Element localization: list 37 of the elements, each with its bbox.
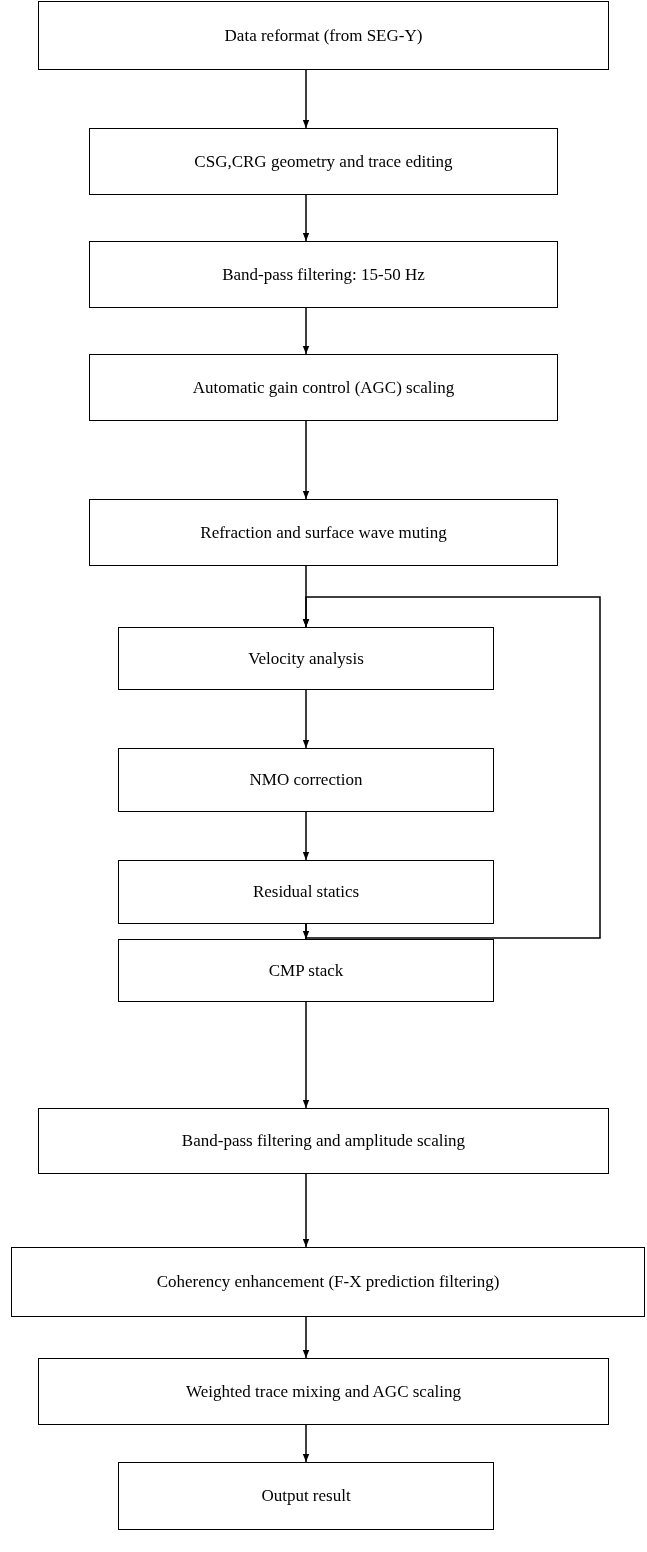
arrow <box>302 1001 310 1109</box>
arrow <box>302 1424 310 1463</box>
step-label: Band-pass filtering and amplitude scaling <box>181 1131 466 1151</box>
step-label: Weighted trace mixing and AGC scaling <box>186 1381 461 1402</box>
process-box <box>38 1 609 70</box>
process-box <box>38 1108 609 1174</box>
step-label: Velocity analysis <box>248 648 364 669</box>
process-box <box>118 860 494 924</box>
process-box <box>11 1247 645 1317</box>
arrow <box>302 1316 310 1359</box>
arrow <box>302 194 310 242</box>
arrow <box>302 811 310 861</box>
process-box <box>89 241 558 308</box>
arrow <box>302 307 310 355</box>
step-label: Residual statics <box>252 882 360 902</box>
process-box <box>89 354 558 421</box>
arrow <box>302 1173 310 1248</box>
step-label: Refraction and surface wave muting <box>200 522 447 543</box>
step-label: CMP stack <box>268 960 344 981</box>
process-box <box>118 748 494 812</box>
arrow <box>302 69 310 129</box>
step-label: CSG,CRG geometry and trace editing <box>194 151 453 172</box>
process-box <box>118 1462 494 1530</box>
step-label: Coherency enhancement (F-X prediction filtering) <box>156 1272 500 1292</box>
step-label: Output result <box>261 1486 351 1506</box>
arrow <box>302 420 310 500</box>
arrow <box>302 689 310 749</box>
process-box <box>89 499 558 566</box>
step-label: NMO correction <box>249 770 363 790</box>
process-box <box>118 627 494 690</box>
process-box <box>38 1358 609 1425</box>
step-label: Band-pass filtering: 15-50 Hz <box>222 264 425 285</box>
step-label: Data reformat (from SEG-Y) <box>224 25 423 46</box>
feedback-arrow <box>302 596 601 939</box>
process-box <box>89 128 558 195</box>
process-box <box>118 939 494 1002</box>
step-label: Automatic gain control (AGC) scaling <box>192 377 455 398</box>
